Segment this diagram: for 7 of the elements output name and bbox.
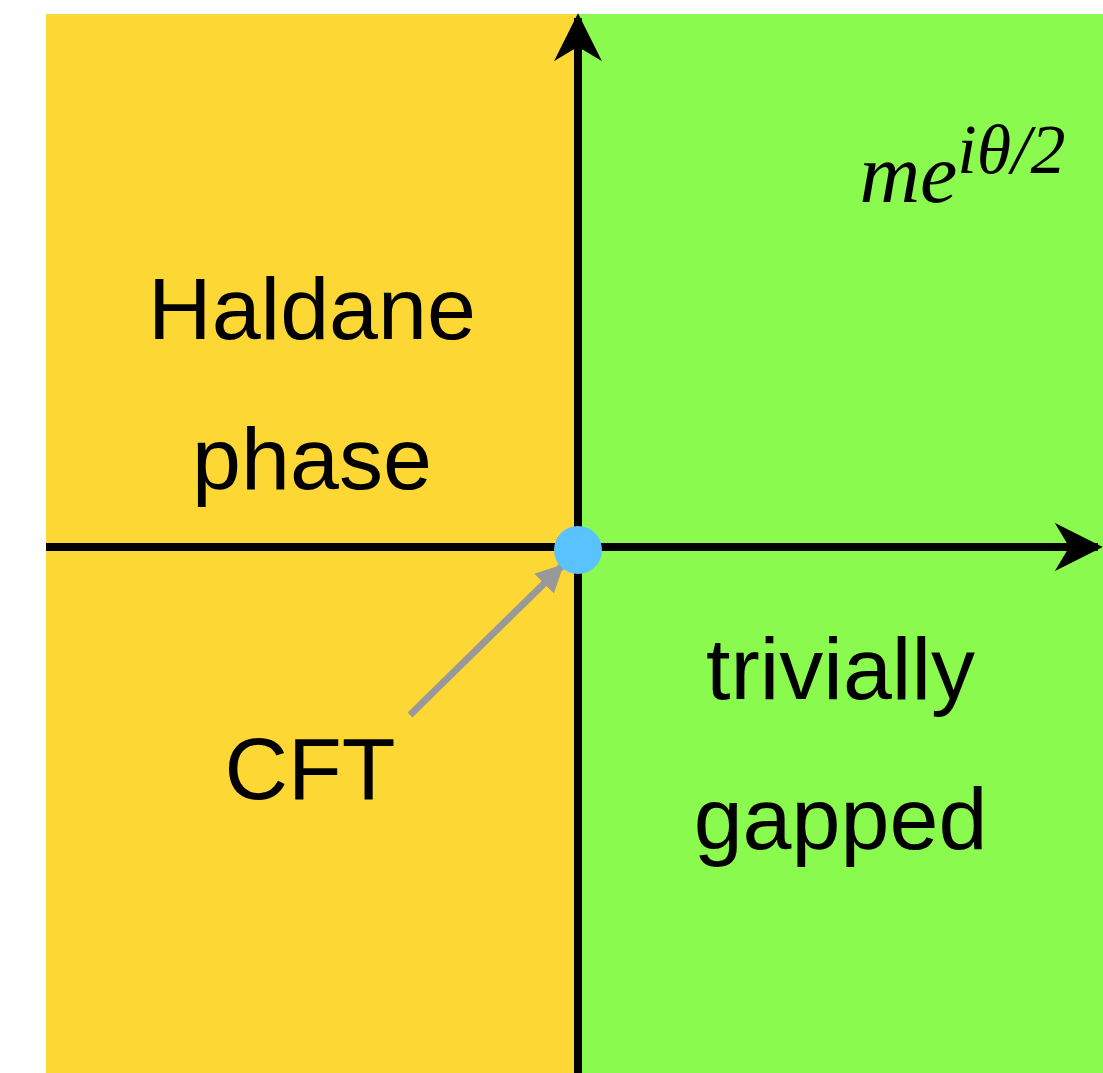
phase-label: trivially gapped <box>692 618 989 870</box>
arrow <box>407 563 565 718</box>
phase-region <box>578 14 1103 1073</box>
parameter-label: me$^{iθ/2}$ <box>858 110 1067 222</box>
phase-region <box>46 14 578 1073</box>
point-label: CFT <box>200 714 420 824</box>
phase-label: Haldane phase <box>147 258 477 510</box>
